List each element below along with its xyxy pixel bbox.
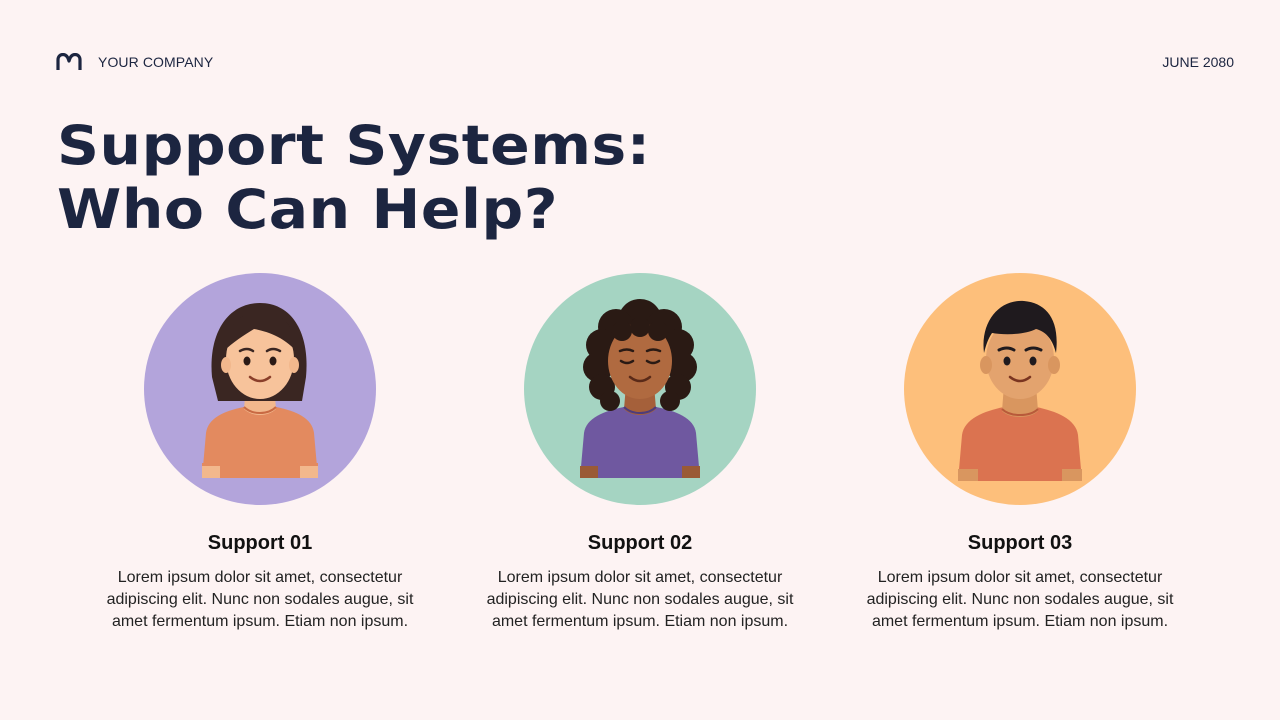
page-title-line-1: Support Systems:: [57, 114, 651, 177]
page-title: Support Systems: Who Can Help?: [57, 114, 651, 242]
date-label: JUNE 2080: [1162, 54, 1234, 70]
avatar-circle-3: [904, 273, 1136, 505]
page-title-line-2: Who Can Help?: [57, 178, 559, 241]
woman-curly-hair-avatar-icon: [580, 299, 700, 478]
support-card-title-3: Support 03: [967, 532, 1073, 554]
support-card-2: Support 02 Lorem ipsum dolor sit amet, c…: [470, 273, 810, 633]
woman-straight-hair-avatar-icon: [202, 303, 318, 478]
support-card-title-2: Support 02: [587, 532, 693, 554]
man-short-hair-avatar-icon: [958, 300, 1082, 481]
avatar-circle-2: [524, 273, 756, 505]
header: YOUR COMPANY JUNE 2080: [56, 50, 1234, 74]
company-name: YOUR COMPANY: [98, 54, 214, 70]
m-logo-icon: [56, 53, 82, 70]
support-card-1: Support 01 Lorem ipsum dolor sit amet, c…: [90, 273, 430, 633]
support-card-3: Support 03 Lorem ipsum dolor sit amet, c…: [850, 273, 1190, 633]
avatar-circle-1: [144, 273, 376, 505]
support-card-description-3: Lorem ipsum dolor sit amet, consectetur …: [866, 569, 1174, 630]
brand: YOUR COMPANY: [56, 53, 213, 71]
support-card-title-1: Support 01: [207, 532, 313, 554]
support-card-description-1: Lorem ipsum dolor sit amet, consectetur …: [106, 569, 414, 630]
support-card-description-2: Lorem ipsum dolor sit amet, consectetur …: [486, 569, 794, 630]
